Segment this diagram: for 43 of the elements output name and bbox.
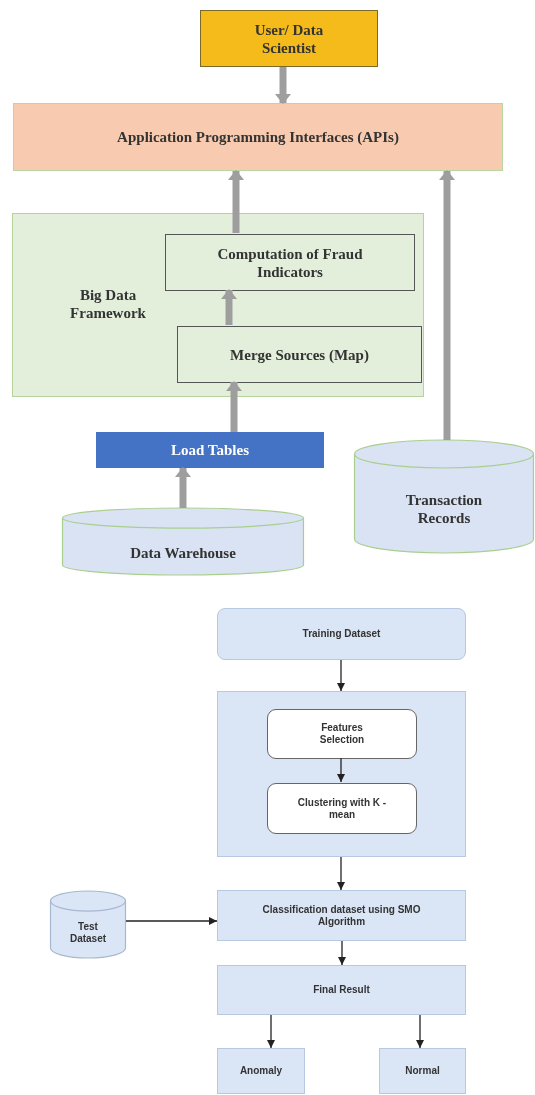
arrow xyxy=(338,940,346,966)
process-box xyxy=(217,608,466,660)
arrow xyxy=(439,170,455,440)
node-label: Transaction Records xyxy=(404,490,484,527)
node-label: Clustering with K -mean xyxy=(297,796,387,821)
node-label: Training Dataset xyxy=(302,628,381,640)
api-box xyxy=(13,103,503,171)
node-label: Final Result xyxy=(313,984,370,996)
arrow xyxy=(337,757,345,783)
framework-container xyxy=(12,213,424,397)
node-label: User/ Data Scientist xyxy=(253,20,325,57)
arrow xyxy=(228,170,244,233)
arrow xyxy=(416,1014,424,1049)
arrow xyxy=(125,917,218,925)
process-box xyxy=(217,965,466,1015)
process-box xyxy=(96,432,324,468)
arrow xyxy=(275,67,291,104)
node-label: Features Selection xyxy=(318,722,366,746)
result-box xyxy=(217,1048,305,1094)
node-label: Application Programming Interfaces (APIs) xyxy=(117,128,399,146)
arrow xyxy=(267,1014,275,1049)
node-label: Anomaly xyxy=(239,1065,283,1077)
group-container xyxy=(217,691,466,857)
node-label: Load Tables xyxy=(171,441,249,459)
arrow xyxy=(337,659,345,692)
process-box xyxy=(177,326,422,383)
arrow xyxy=(175,467,191,508)
arrow xyxy=(337,856,345,891)
arrow xyxy=(226,381,242,432)
arrow xyxy=(221,289,237,325)
result-box xyxy=(379,1048,466,1094)
process-box xyxy=(165,234,415,291)
node-label: Classification dataset using SMO Algorithm xyxy=(261,903,422,928)
process-box xyxy=(217,890,466,941)
node-label: Test Dataset xyxy=(68,920,108,945)
node-label: Merge Sources (Map) xyxy=(230,345,369,364)
node-label: Data Warehouse xyxy=(130,543,236,562)
process-box xyxy=(267,709,417,759)
actor-box xyxy=(200,10,378,67)
node-label: Computation of Fraud Indicators xyxy=(216,244,364,281)
process-box xyxy=(267,783,417,834)
group-heading: Big Data Framework xyxy=(69,286,147,322)
node-label: Normal xyxy=(405,1065,440,1077)
